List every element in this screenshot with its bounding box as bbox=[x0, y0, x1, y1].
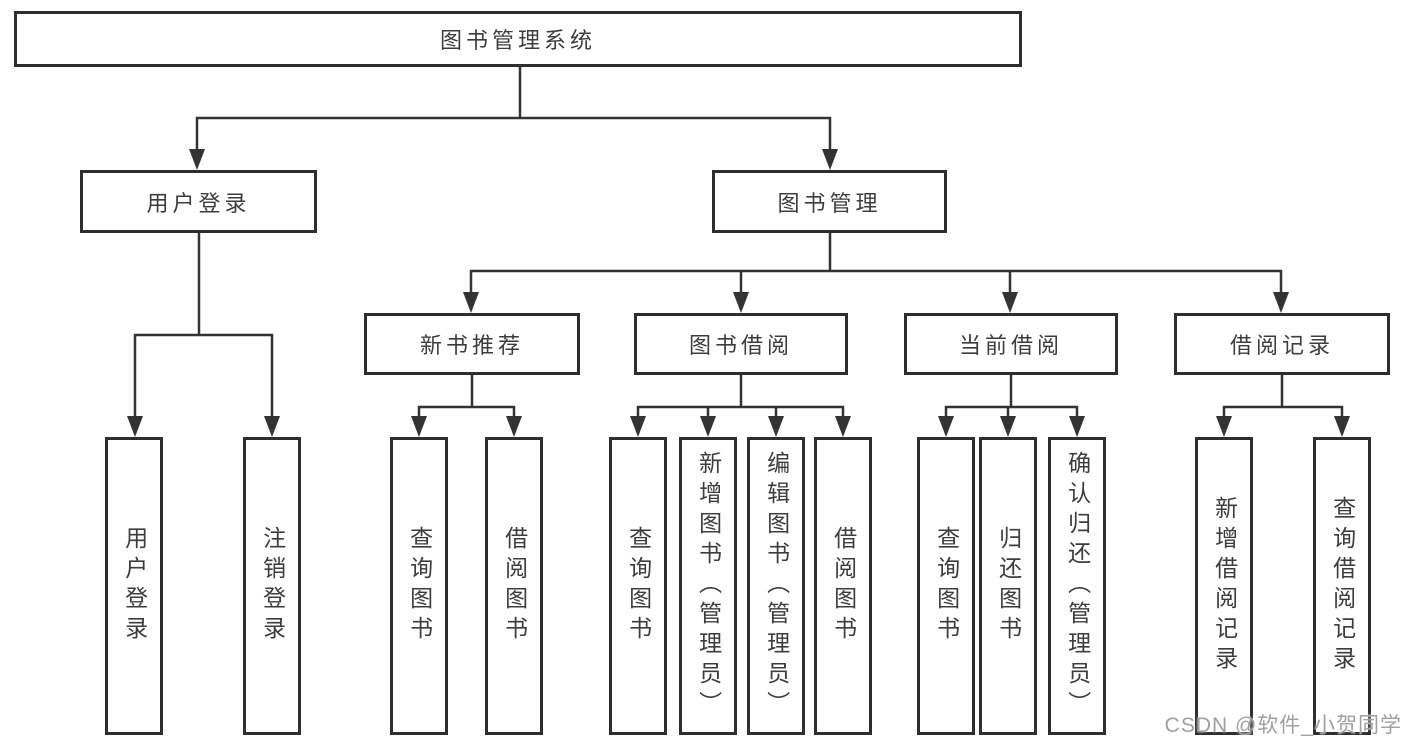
arrowhead-icon bbox=[768, 416, 784, 437]
arrowhead-icon bbox=[700, 416, 716, 437]
node-label: 查询借阅记录 bbox=[1329, 496, 1356, 676]
node-label: 归还图书 bbox=[995, 526, 1022, 646]
node-leaf-logout: 注销登录 bbox=[243, 437, 301, 735]
node-label: 用户登录 bbox=[146, 190, 251, 216]
node-label: 查询图书 bbox=[406, 526, 433, 646]
node-label: 编辑图书（管理员） bbox=[763, 451, 790, 721]
arrowhead-icon bbox=[127, 416, 143, 437]
node-label: 新增借阅记录 bbox=[1211, 496, 1238, 676]
node-leaf-confirm-return-admin: 确认归还（管理员） bbox=[1048, 437, 1106, 735]
node-label: 确认归还（管理员） bbox=[1064, 451, 1091, 721]
node-book-management: 图书管理 bbox=[712, 170, 947, 233]
arrowhead-icon bbox=[1002, 292, 1018, 313]
node-book-borrowing: 图书借阅 bbox=[634, 313, 848, 375]
node-label: 图书管理 bbox=[777, 190, 882, 216]
node-label: 图书借阅 bbox=[688, 333, 793, 358]
node-label: 图书管理系统 bbox=[439, 28, 596, 53]
node-current-borrowing: 当前借阅 bbox=[904, 313, 1118, 375]
node-leaf-query-borrow-record: 查询借阅记录 bbox=[1313, 437, 1371, 735]
connector-new-book-to-leaves bbox=[417, 373, 516, 418]
csdn-watermark: CSDN @软件_小贺同学 bbox=[1164, 714, 1402, 737]
arrowhead-icon bbox=[463, 292, 479, 313]
node-label: 借阅记录 bbox=[1229, 333, 1334, 358]
node-leaf-user-login: 用户登录 bbox=[105, 437, 163, 735]
node-label: 当前借阅 bbox=[958, 333, 1063, 358]
node-label: 查询图书 bbox=[625, 526, 652, 646]
node-new-book-recommendation: 新书推荐 bbox=[364, 313, 580, 375]
arrowhead-icon bbox=[264, 416, 280, 437]
node-label: 新书推荐 bbox=[419, 333, 524, 358]
node-borrowing-records: 借阅记录 bbox=[1174, 313, 1390, 375]
arrowhead-icon bbox=[189, 149, 205, 170]
node-label: 查询图书 bbox=[933, 526, 960, 646]
arrowhead-icon bbox=[506, 416, 522, 437]
arrowhead-icon bbox=[1069, 416, 1085, 437]
node-user-login-module: 用户登录 bbox=[80, 170, 317, 233]
arrowhead-icon bbox=[835, 416, 851, 437]
node-leaf-query-books-borrow: 查询图书 bbox=[609, 437, 667, 735]
node-leaf-query-books-recommend: 查询图书 bbox=[390, 437, 448, 735]
arrowhead-icon bbox=[822, 149, 838, 170]
connector-borrow-records-to-leaves bbox=[1222, 373, 1344, 418]
arrowhead-icon bbox=[411, 416, 427, 437]
connector-book-borrow-to-leaves bbox=[636, 373, 845, 418]
connector-user-login-to-leaves bbox=[133, 231, 274, 418]
arrowhead-icon bbox=[1334, 416, 1350, 437]
node-leaf-add-borrow-record: 新增借阅记录 bbox=[1195, 437, 1253, 735]
arrowhead-icon bbox=[938, 416, 954, 437]
node-label: 借阅图书 bbox=[501, 526, 528, 646]
node-leaf-return-books: 归还图书 bbox=[979, 437, 1037, 735]
arrowhead-icon bbox=[733, 292, 749, 313]
node-label: 用户登录 bbox=[121, 526, 148, 646]
connector-root-to-level2 bbox=[195, 66, 832, 151]
arrowhead-icon bbox=[1216, 416, 1232, 437]
arrowhead-icon bbox=[1000, 416, 1016, 437]
node-label: 借阅图书 bbox=[830, 526, 857, 646]
node-leaf-borrow-books: 借阅图书 bbox=[814, 437, 872, 735]
node-label: 新增图书（管理员） bbox=[695, 451, 722, 721]
arrowhead-icon bbox=[1273, 292, 1289, 313]
node-label: 注销登录 bbox=[259, 526, 286, 646]
arrowhead-icon bbox=[630, 416, 646, 437]
node-library-management-system: 图书管理系统 bbox=[14, 11, 1022, 67]
arrowheads bbox=[127, 149, 1350, 437]
node-leaf-query-books-current: 查询图书 bbox=[917, 437, 975, 735]
node-leaf-add-books-admin: 新增图书（管理员） bbox=[679, 437, 737, 735]
node-leaf-borrow-books-recommend: 借阅图书 bbox=[485, 437, 543, 735]
node-leaf-edit-books-admin: 编辑图书（管理员） bbox=[747, 437, 805, 735]
connector-current-borrow-to-leaves bbox=[944, 373, 1079, 418]
connector-book-management-to-level3 bbox=[469, 231, 1283, 294]
